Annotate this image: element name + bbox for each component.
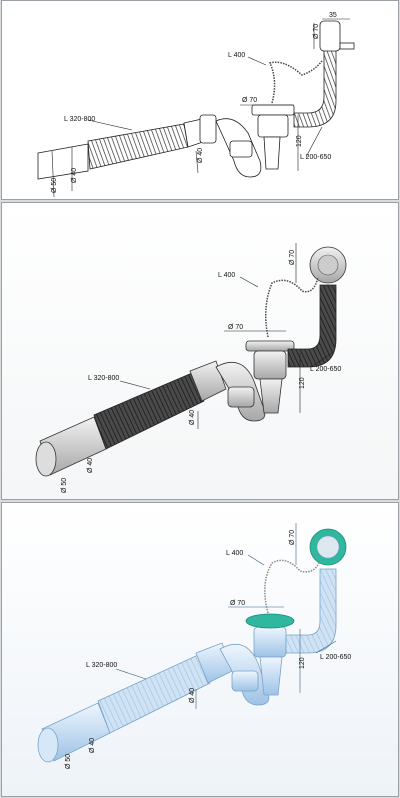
plug-chain <box>268 60 323 104</box>
label-end-diameter-2: Ø 40 <box>87 458 94 473</box>
drawing-view-2: L 320-800 L 400 L 200-650 Ø 70 Ø 70 120 … <box>1 202 399 500</box>
overflow-pipe <box>285 528 347 654</box>
label-offset: 35 <box>329 12 337 19</box>
overflow-pipe <box>293 20 355 128</box>
dimension-lines <box>115 523 337 709</box>
strainer-gasket <box>245 613 295 629</box>
flexible-hose <box>35 360 227 477</box>
plug-chain <box>264 559 321 614</box>
label-length-flex: L 320-800 <box>86 662 117 669</box>
dimension-lines <box>119 243 333 429</box>
label-length-flex: L 320-800 <box>64 116 95 123</box>
label-pipe-diameter: Ø 40 <box>189 410 196 425</box>
label-height: 120 <box>296 135 303 147</box>
label-chain: L 400 <box>226 550 243 557</box>
label-end-diameter: Ø 50 <box>65 754 72 769</box>
trap-body <box>199 104 295 178</box>
label-chain: L 400 <box>218 272 235 279</box>
label-overflow-length: L 200-650 <box>320 654 351 661</box>
label-pipe-diameter: Ø 40 <box>189 688 196 703</box>
drawing-view-3: L 320-800 L 400 L 200-650 Ø 70 Ø 70 120 … <box>1 502 399 797</box>
label-strainer-diameter: Ø 70 <box>228 324 243 331</box>
siphon-drawing-2: L 320-800 L 400 L 200-650 Ø 70 Ø 70 120 … <box>35 243 347 493</box>
label-pipe-diameter: Ø 40 <box>197 148 204 163</box>
label-overflow-diameter: Ø 70 <box>313 24 320 39</box>
label-end-diameter-2: Ø 40 <box>89 738 96 753</box>
label-end-diameter: Ø 50 <box>51 178 58 193</box>
label-end-diameter-2: Ø 40 <box>71 168 78 183</box>
label-height: 120 <box>299 657 306 669</box>
label-strainer-diameter: Ø 70 <box>230 600 245 607</box>
label-overflow-length: L 200-650 <box>300 154 331 161</box>
trap-body <box>215 340 295 422</box>
siphon-drawing-1: L 320-800 L 400 L 200-650 Ø 70 Ø 70 120 … <box>37 12 355 198</box>
drawing-view-1: L 320-800 L 400 L 200-650 Ø 70 Ø 70 120 … <box>1 0 399 200</box>
flexible-hose <box>37 642 233 763</box>
label-height: 120 <box>299 377 306 389</box>
plug-chain <box>265 276 319 338</box>
overflow-pipe <box>287 246 347 368</box>
label-overflow-diameter: Ø 70 <box>289 250 296 265</box>
dimension-lines <box>51 18 350 198</box>
siphon-drawing-3: L 320-800 L 400 L 200-650 Ø 70 Ø 70 120 … <box>37 523 351 769</box>
label-overflow-diameter: Ø 70 <box>289 530 296 545</box>
label-length-flex: L 320-800 <box>88 375 119 382</box>
label-overflow-length: L 200-650 <box>310 366 341 373</box>
label-strainer-diameter: Ø 70 <box>242 97 257 104</box>
trap-body <box>219 626 287 706</box>
label-chain: L 400 <box>228 52 245 59</box>
label-end-diameter: Ø 50 <box>61 478 68 493</box>
